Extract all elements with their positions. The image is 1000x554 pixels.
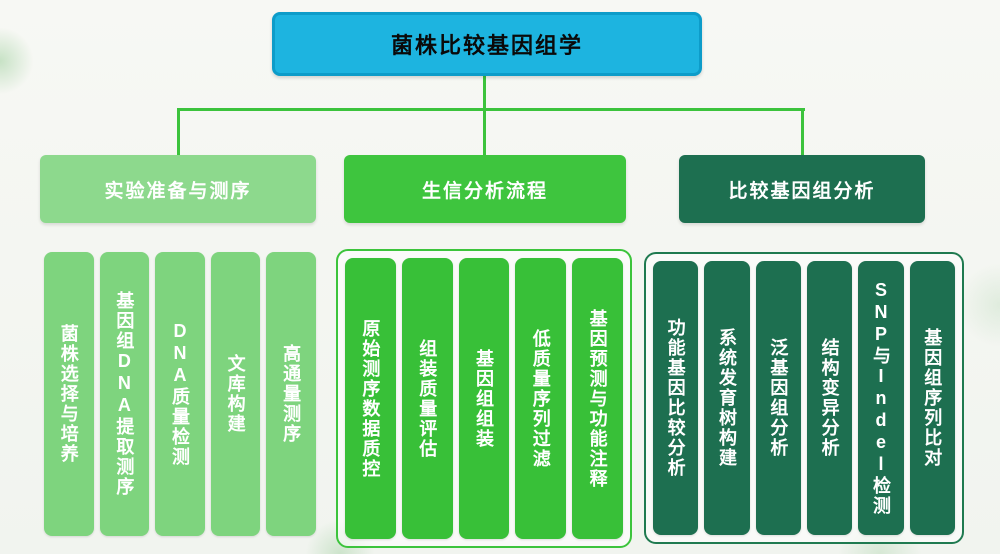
leaf-label: 高通量测序: [281, 344, 302, 444]
branch-label: 实验准备与测序: [104, 180, 252, 202]
connector-drop-branch1: [177, 108, 180, 156]
connector-horizontal-bar: [177, 108, 805, 111]
leaf-node: 系统发育树构建: [704, 261, 750, 535]
leaf-label: 基因组DNA提取测序: [114, 291, 135, 497]
leaf-node: 泛基因组分析: [755, 261, 801, 535]
leaf-node: 文库构建: [210, 252, 261, 536]
leaf-label: 基因组组装: [473, 348, 494, 449]
root-node-label: 菌株比较基因组学: [390, 33, 583, 58]
branch-label: 比较基因组分析: [728, 180, 876, 202]
leaf-label: 系统发育树构建: [716, 328, 737, 468]
leaf-node: 功能基因比较分析: [653, 261, 699, 535]
leaf-node: 基因组组装: [458, 258, 510, 539]
leaf-node: 基因组序列比对: [909, 261, 955, 535]
leaf-label: 基因预测与功能注释: [587, 308, 608, 489]
leaf-node: DNA质量检测: [155, 252, 205, 536]
leaf-node: 原始测序数据质控: [345, 258, 396, 539]
branch-label: 生信分析流程: [421, 180, 548, 202]
leaf-label: 结构变异分析: [819, 338, 840, 458]
leaf-node: SNP与Indel检测: [858, 261, 904, 535]
connector-drop-branch2: [483, 108, 486, 156]
leaf-label: 原始测序数据质控: [360, 318, 381, 479]
leaf-label: 基因组序列比对: [922, 328, 943, 468]
connector-drop-branch3: [801, 108, 804, 156]
connector-root-stem: [483, 70, 486, 110]
leaf-node: 菌株选择与培养: [44, 252, 94, 536]
leaf-group-experiment-prep: 菌株选择与培养 基因组DNA提取测序 DNA质量检测 文库构建 高通量测序: [44, 252, 316, 536]
leaf-label: 菌株选择与培养: [58, 324, 79, 464]
branch-node-comparative-analysis: 比较基因组分析: [679, 155, 925, 223]
root-node: 菌株比较基因组学: [272, 12, 702, 76]
leaf-label: 文库构建: [225, 354, 246, 434]
leaf-label: DNA质量检测: [169, 321, 190, 467]
leaf-node: 低质量序列过滤: [515, 258, 567, 539]
leaf-label: SNP与Indel检测: [870, 280, 891, 516]
leaf-node: 基因预测与功能注释: [572, 258, 623, 539]
leaf-node: 结构变异分析: [806, 261, 853, 535]
leaf-node: 基因组DNA提取测序: [99, 252, 150, 536]
branch-node-bioinfo-pipeline: 生信分析流程: [344, 155, 626, 223]
leaf-group-bioinfo-pipeline: 原始测序数据质控 组装质量评估 基因组组装 低质量序列过滤 基因预测与功能注释: [336, 249, 632, 548]
leaf-label: 功能基因比较分析: [665, 318, 686, 478]
leaf-node: 组装质量评估: [401, 258, 453, 539]
leaf-label: 低质量序列过滤: [530, 328, 551, 469]
branch-node-experiment-prep: 实验准备与测序: [40, 155, 316, 223]
leaf-label: 泛基因组分析: [768, 338, 789, 458]
leaf-label: 组装质量评估: [417, 338, 438, 459]
leaf-node: 高通量测序: [266, 252, 316, 536]
leaf-group-comparative-analysis: 功能基因比较分析 系统发育树构建 泛基因组分析 结构变异分析 SNP与Indel…: [644, 252, 964, 544]
